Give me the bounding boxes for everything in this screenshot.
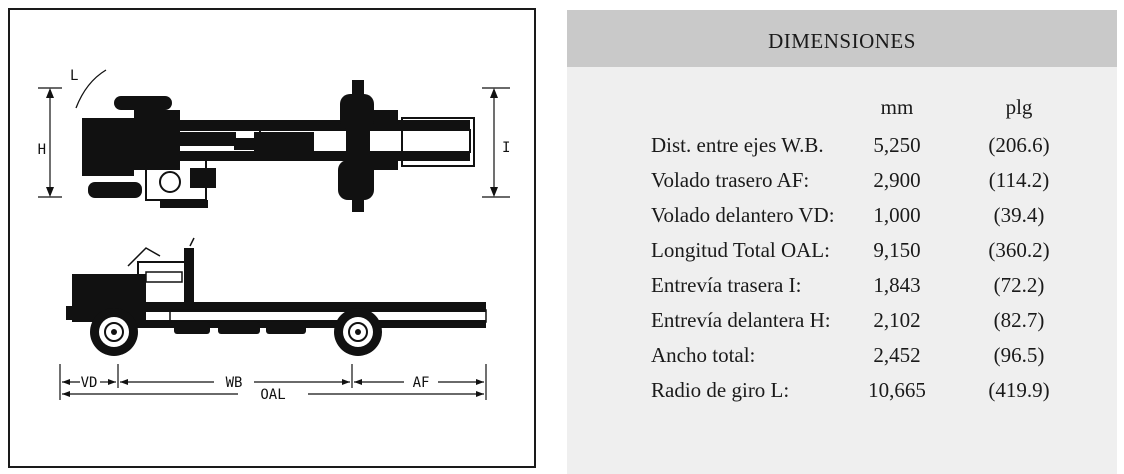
row-label: Ancho total: [651, 343, 756, 367]
table-row: Dist. entre ejes W.B. 5,250 (206.6) [567, 133, 1117, 163]
row-mm: 2,452 [873, 343, 921, 367]
i-label: I [502, 140, 510, 156]
row-mm: 5,250 [873, 133, 921, 157]
row-mm: 10,665 [868, 378, 926, 402]
row-plg: (39.4) [993, 203, 1045, 227]
row-plg: (206.6) [988, 133, 1050, 157]
vd-label: VD [81, 375, 98, 391]
table-row: Entrevía trasera I: 1,843 (72.2) [567, 273, 1117, 303]
row-label: Longitud Total OAL: [651, 238, 830, 262]
row-label: Entrevía delantera H: [651, 308, 831, 332]
table-row: Longitud Total OAL: 9,150 (360.2) [567, 238, 1117, 268]
row-plg: (360.2) [988, 238, 1050, 262]
row-label: Radio de giro L: [651, 378, 790, 402]
af-label: AF [413, 375, 430, 391]
h-label: H [38, 142, 46, 158]
table-title: DIMENSIONES [567, 10, 1117, 67]
row-plg: (419.9) [988, 378, 1050, 402]
row-plg: (96.5) [993, 343, 1045, 367]
oal-label: OAL [260, 387, 285, 403]
chassis-diagram: H L I [8, 8, 536, 468]
row-plg: (82.7) [993, 308, 1045, 332]
row-mm: 2,900 [873, 168, 921, 192]
wb-label: WB [226, 375, 243, 391]
table-row: Ancho total: 2,452 (96.5) [567, 343, 1117, 373]
l-label: L [70, 68, 78, 84]
row-label: Volado delantero VD: [651, 203, 835, 227]
unit-plg: plg [1005, 95, 1033, 119]
row-mm: 2,102 [873, 308, 921, 332]
row-mm: 9,150 [873, 238, 921, 262]
top-view: H L I [38, 68, 510, 212]
table-row: Volado delantero VD: 1,000 (39.4) [567, 203, 1117, 233]
units-row: mm plg [567, 95, 1117, 125]
table-row: Entrevía delantera H: 2,102 (82.7) [567, 308, 1117, 338]
row-label: Volado trasero AF: [651, 168, 810, 192]
row-label: Entrevía trasera I: [651, 273, 802, 297]
table-row: Volado trasero AF: 2,900 (114.2) [567, 168, 1117, 198]
dimensions-table: DIMENSIONES mm plg Dist. entre ejes W.B.… [567, 10, 1117, 474]
row-mm: 1,000 [873, 203, 921, 227]
row-plg: (114.2) [988, 168, 1050, 192]
chassis-drawing: H L I [38, 68, 511, 403]
table-row: Radio de giro L: 10,665 (419.9) [567, 378, 1117, 408]
side-view: VD WB AF OAL [59, 237, 487, 403]
unit-mm: mm [880, 95, 914, 119]
row-label: Dist. entre ejes W.B. [651, 133, 824, 157]
row-plg: (72.2) [993, 273, 1045, 297]
row-mm: 1,843 [873, 273, 921, 297]
